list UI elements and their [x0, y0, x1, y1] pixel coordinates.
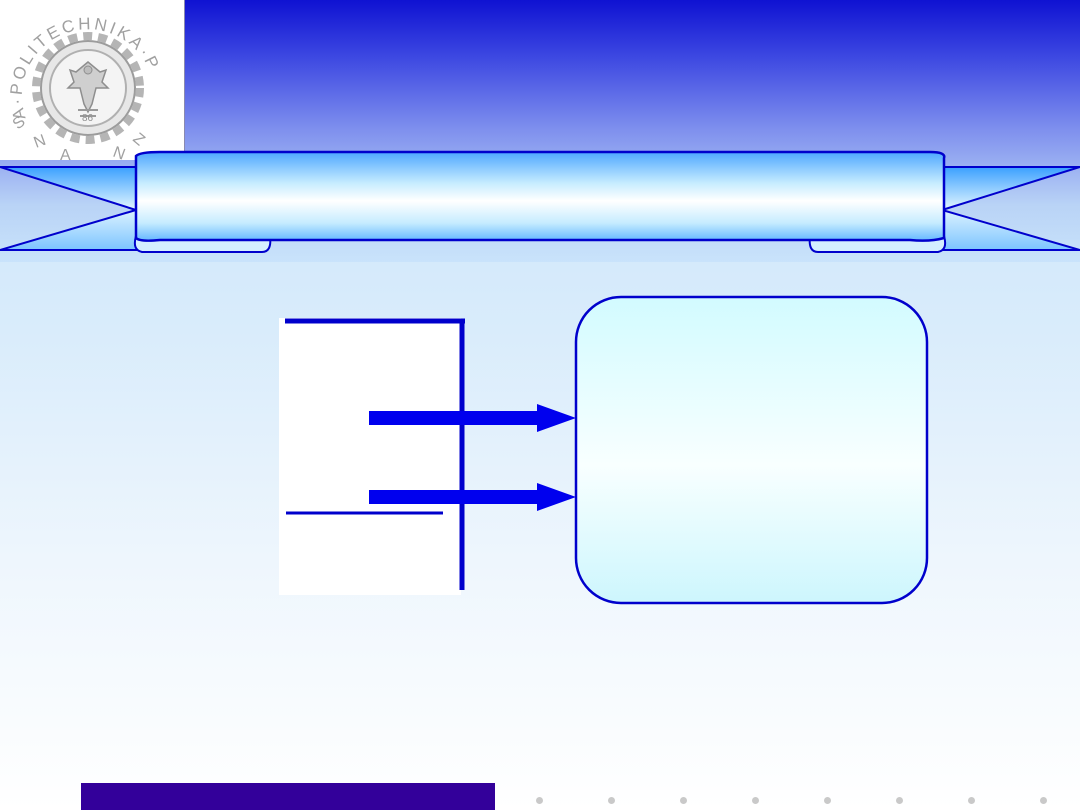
svg-text:N: N [32, 132, 49, 152]
footer-bar [81, 783, 495, 810]
footer-dot [608, 797, 615, 804]
footer-dot [824, 797, 831, 804]
ribbon-banner [134, 150, 946, 242]
left-box [279, 318, 461, 595]
footer-dot [896, 797, 903, 804]
ribbon-right-tail [929, 166, 1080, 251]
ribbon-left-tail [0, 166, 151, 251]
footer-dot [752, 797, 759, 804]
logo-panel: 86 A·POLITECHNIKA·P S N A Z N [0, 0, 185, 160]
arrow-2 [369, 483, 576, 511]
svg-text:N: N [111, 144, 128, 160]
arrow-1 [369, 404, 576, 432]
footer-dot [1040, 797, 1047, 804]
footer-dot [968, 797, 975, 804]
university-seal-icon: 86 A·POLITECHNIKA·P S N A Z N [7, 14, 161, 160]
svg-text:86: 86 [82, 113, 94, 124]
svg-text:A: A [60, 147, 71, 160]
title-ribbon [0, 150, 1080, 253]
footer-dot [680, 797, 687, 804]
footer-dot [536, 797, 543, 804]
right-box [574, 295, 929, 605]
